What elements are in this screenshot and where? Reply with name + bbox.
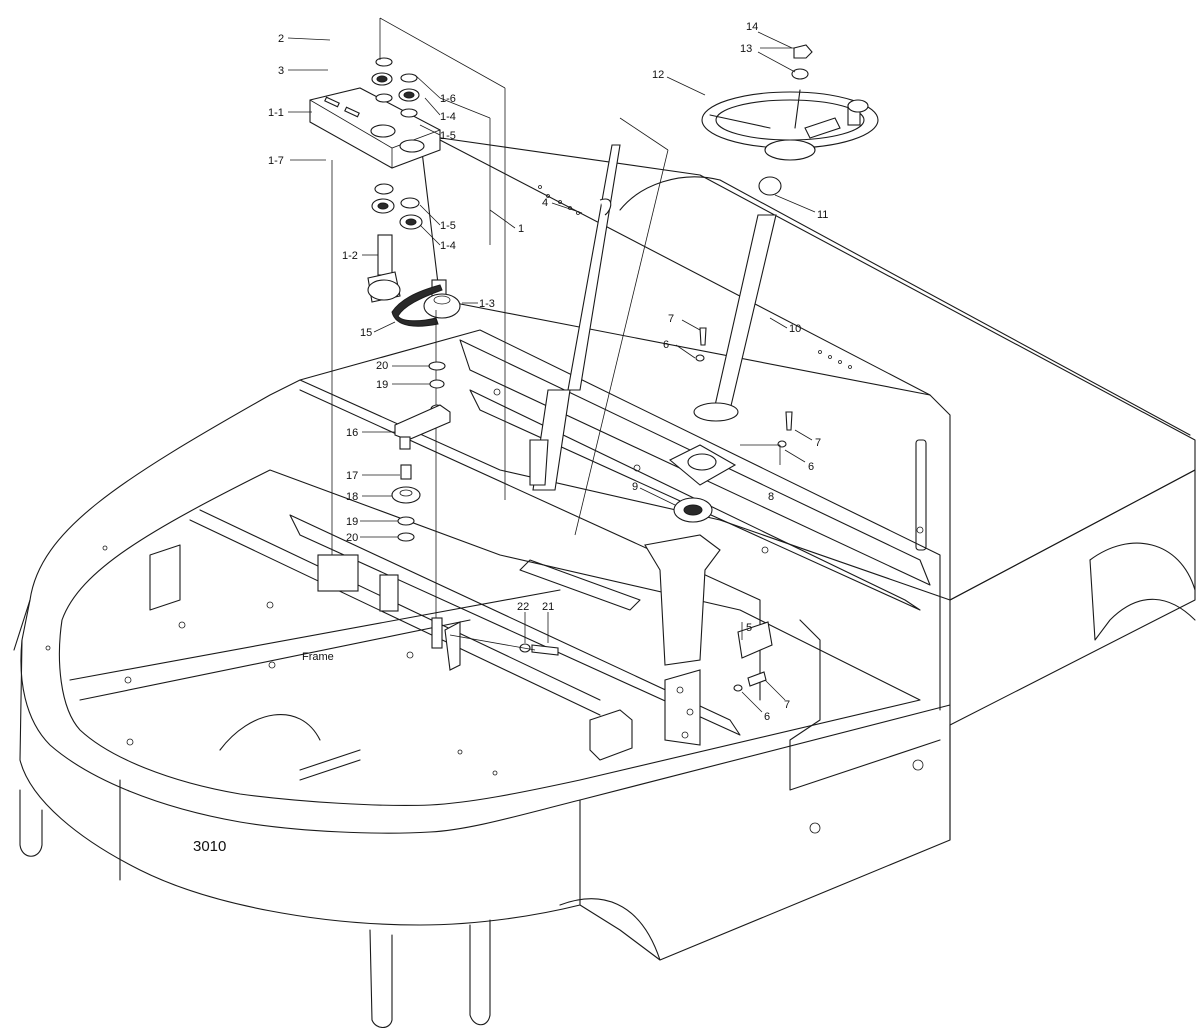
callout-1-4-upper: 1-4 [440,111,456,123]
callout-8: 8 [768,491,774,503]
steering-wheel-assembly [644,44,879,746]
lower-steering-parts [391,361,559,671]
callout-14: 14 [746,21,758,33]
rear-dash-panel [419,134,1196,601]
callout-15: 15 [360,327,372,339]
callout-5: 5 [746,622,752,634]
model-number-label: 3010 [193,838,226,855]
callout-19-lower: 19 [346,516,358,528]
callout-18: 18 [346,491,358,503]
callout-17: 17 [346,470,358,482]
frame-body [13,379,1196,1029]
callout-7-lower: 7 [784,699,790,711]
callout-6-lower: 6 [764,711,770,723]
callout-1-2: 1-2 [342,250,358,262]
callout-4: 4 [542,197,548,209]
callout-10: 10 [789,323,801,335]
callout-1-4-lower: 1-4 [440,240,456,252]
callout-1-1: 1-1 [268,107,284,119]
frame-crossmembers [45,329,941,834]
callout-13: 13 [740,43,752,55]
steering-gear-assembly [309,17,506,620]
callout-6-right: 6 [808,461,814,473]
callout-leader-lines [287,31,816,713]
callout-2: 2 [278,33,284,45]
callout-3: 3 [278,65,284,77]
callout-1-3: 1-3 [479,298,495,310]
callout-1-7: 1-7 [268,155,284,167]
callout-21: 21 [542,601,554,613]
callout-1-5-lower: 1-5 [440,220,456,232]
callout-11: 11 [817,209,828,221]
callout-7-right: 7 [815,437,821,449]
callout-9: 9 [632,481,638,493]
callout-1: 1 [518,223,524,235]
callout-labels: 2 3 1-1 1-7 1-6 1-4 1-5 1 1-5 1-4 1-2 1-… [193,21,828,855]
frame-label: Frame [302,651,334,663]
callout-6-upper: 6 [663,339,669,351]
callout-12: 12 [652,69,664,81]
callout-20-upper: 20 [376,360,388,372]
callout-7-upper: 7 [668,313,674,325]
callout-16: 16 [346,427,358,439]
callout-22: 22 [517,601,529,613]
callout-1-5-upper: 1-5 [440,130,456,142]
callout-1-6: 1-6 [440,93,456,105]
callout-19-upper: 19 [376,379,388,391]
callout-20-lower: 20 [346,532,358,544]
lever-column [529,117,669,536]
